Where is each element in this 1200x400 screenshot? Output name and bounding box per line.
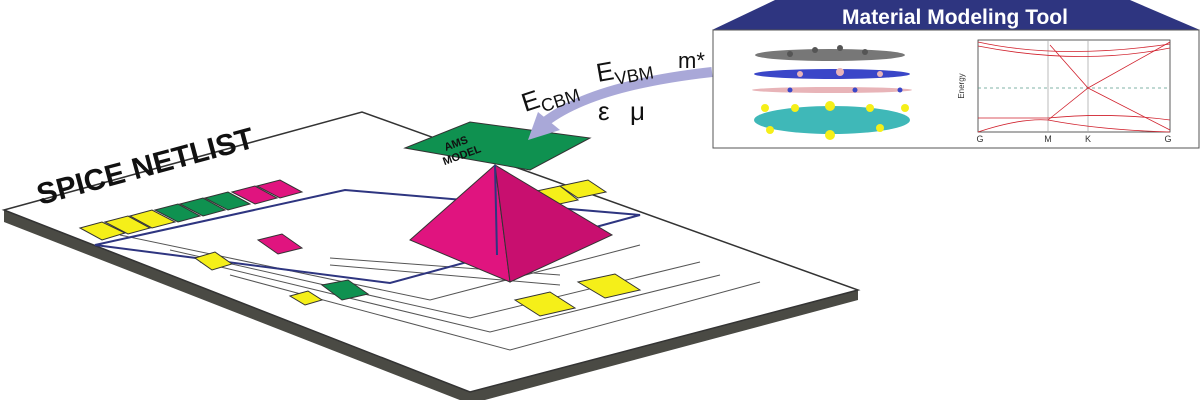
svg-text:ε: ε: [598, 96, 610, 126]
x-tick: G: [976, 134, 983, 144]
pyramid: [409, 164, 614, 283]
x-tick: G: [1164, 134, 1171, 144]
band-plot-ylabel: Energy: [957, 73, 966, 98]
board-shadow: [4, 210, 858, 400]
navy-outline: [94, 188, 641, 285]
x-tick: M: [1044, 134, 1052, 144]
netlist-board: [1, 111, 861, 393]
tool-title: Material Modeling Tool: [842, 6, 1068, 29]
parameter-arrow: [541, 67, 713, 126]
green-components: [153, 191, 370, 301]
tool-header: [712, 0, 1200, 30]
svg-text:μ: μ: [630, 96, 645, 126]
svg-text:m*: m*: [678, 48, 705, 73]
layered-structure-image: [752, 45, 912, 140]
svg-text:ECBM: ECBM: [518, 71, 583, 121]
x-tick: K: [1085, 134, 1091, 144]
magenta-components: [230, 179, 304, 255]
arrow-head-icon: [528, 112, 560, 140]
band-structure-plot: Energy G M K G: [957, 39, 1172, 144]
yellow-components: [78, 179, 642, 317]
